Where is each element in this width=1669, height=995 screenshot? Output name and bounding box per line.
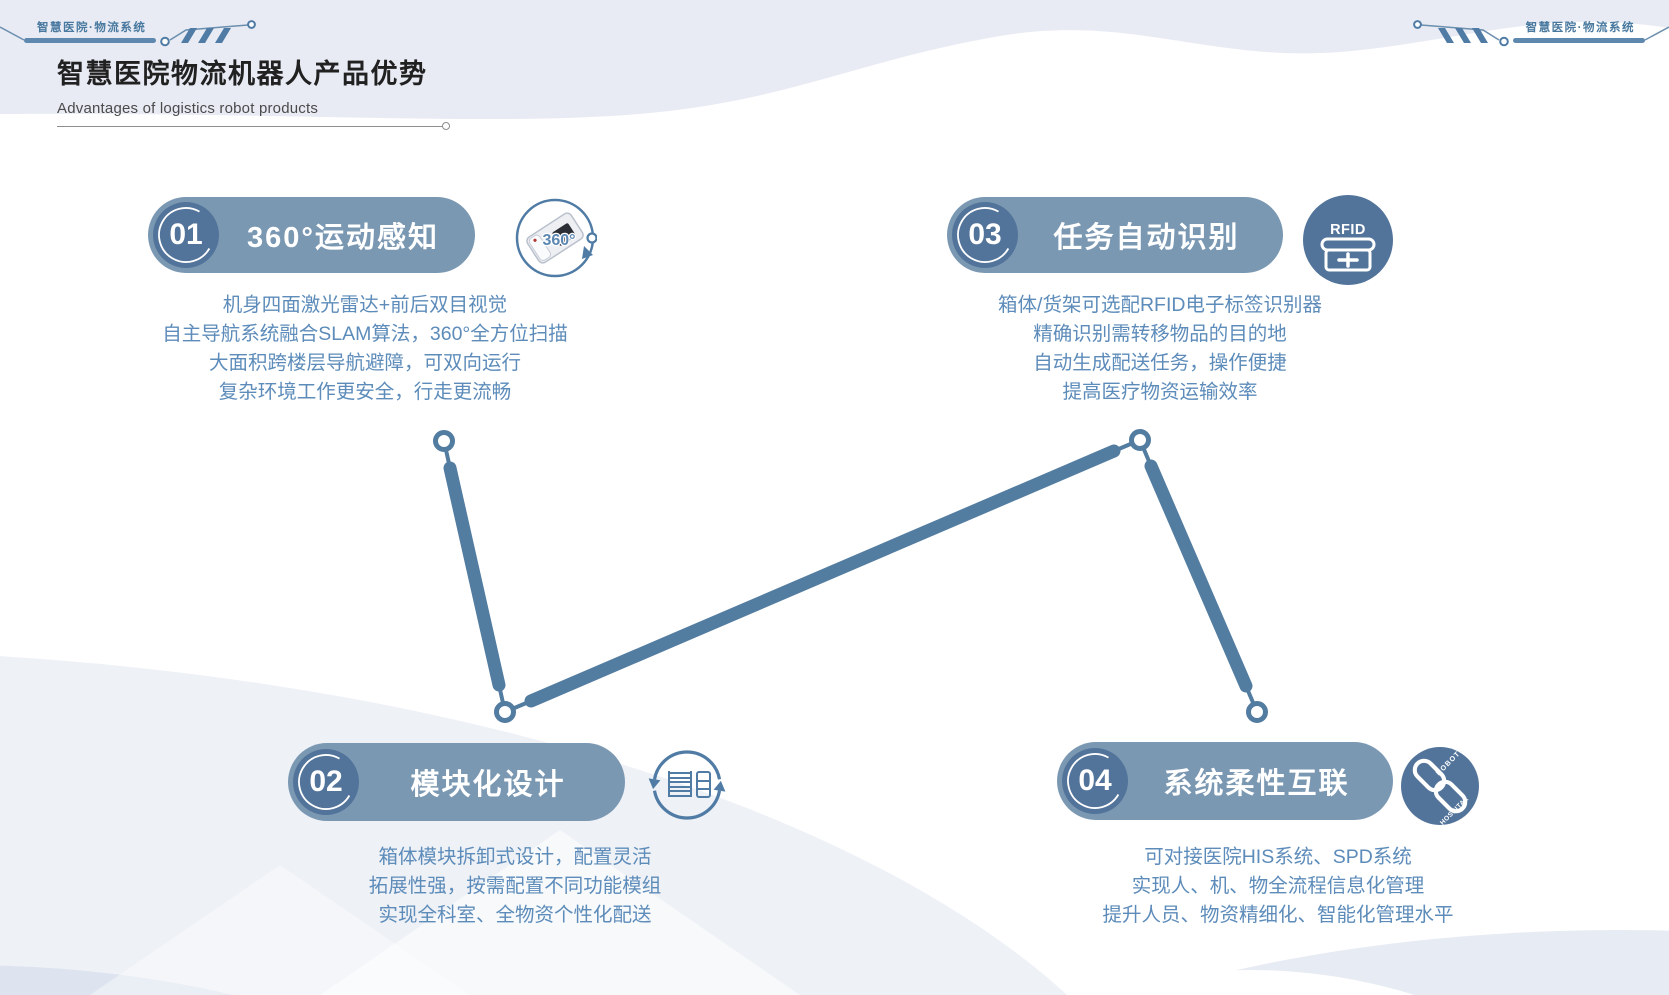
desc-line: 大面积跨楼层导航避障，可双向运行 bbox=[208, 352, 521, 374]
section-03-number-badge: 03 bbox=[952, 202, 1018, 268]
section-02-pill: 02 模块化设计 bbox=[288, 743, 625, 821]
desc-line: 复杂环境工作更安全，行走更流畅 bbox=[218, 381, 512, 403]
desc-line: 提高医疗物资运输效率 bbox=[1062, 381, 1258, 403]
desc-line: 精确识别需转移物品的目的地 bbox=[1033, 323, 1287, 345]
header-circuit-decoration-left bbox=[0, 20, 256, 47]
section-04-number: 04 bbox=[1078, 764, 1112, 797]
desc-line: 机身四面激光雷达+前后双目视觉 bbox=[222, 294, 508, 316]
section-02-title: 模块化设计 bbox=[410, 769, 566, 801]
section-04-title: 系统柔性互联 bbox=[1163, 768, 1350, 800]
title-underline-dot bbox=[442, 122, 450, 130]
rfid-icon-label: RFID bbox=[1330, 222, 1366, 238]
icon-360-label: 360° bbox=[542, 232, 575, 249]
brand-label-right: 智慧医院·物流系统 bbox=[1525, 22, 1635, 34]
desc-line: 可对接医院HIS系统、SPD系统 bbox=[1144, 846, 1412, 868]
page-subtitle: Advantages of logistics robot products bbox=[57, 100, 319, 117]
desc-line: 实现人、机、物全流程信息化管理 bbox=[1131, 875, 1425, 897]
number-arc bbox=[1067, 753, 1123, 809]
desc-line: 箱体模块拆卸式设计，配置灵活 bbox=[378, 846, 652, 868]
section-01-description: 机身四面激光雷达+前后双目视觉 自主导航系统融合SLAM算法，360°全方位扫描… bbox=[105, 291, 625, 407]
desc-line: 提升人员、物资精细化、智能化管理水平 bbox=[1102, 904, 1454, 926]
chain-link-icon: ROBOT HOSPITAL bbox=[1401, 747, 1479, 825]
section-02-description: 箱体模块拆卸式设计，配置灵活 拓展性强，按需配置不同功能模组 实现全科室、全物资… bbox=[255, 843, 775, 930]
section-04-pill: 04 系统柔性互联 bbox=[1057, 742, 1393, 820]
section-03-description: 箱体/货架可选配RFID电子标签识别器 精确识别需转移物品的目的地 自动生成配送… bbox=[900, 291, 1420, 407]
plus-icon bbox=[1337, 252, 1359, 268]
number-arc bbox=[158, 207, 214, 263]
section-02-number-badge: 02 bbox=[293, 749, 359, 815]
section-04-description: 可对接医院HIS系统、SPD系统 实现人、机、物全流程信息化管理 提升人员、物资… bbox=[1018, 843, 1538, 930]
title-underline bbox=[57, 126, 445, 127]
desc-line: 自主导航系统融合SLAM算法，360°全方位扫描 bbox=[162, 323, 568, 345]
header-circuit-decoration-right bbox=[1413, 20, 1669, 47]
rfid-box-icon: RFID bbox=[1303, 195, 1393, 285]
section-02-number: 02 bbox=[309, 765, 343, 798]
number-arc bbox=[298, 754, 354, 810]
desc-line: 实现全科室、全物资个性化配送 bbox=[378, 904, 652, 926]
number-arc bbox=[957, 207, 1013, 263]
modules-cycle-icon bbox=[648, 750, 726, 820]
page-title: 智慧医院物流机器人产品优势 bbox=[57, 59, 428, 89]
section-03-pill: 03 任务自动识别 bbox=[947, 197, 1283, 273]
section-01-number-badge: 01 bbox=[153, 202, 219, 268]
section-03-title: 任务自动识别 bbox=[1053, 222, 1240, 254]
desc-line: 自动生成配送任务，操作便捷 bbox=[1033, 352, 1287, 374]
robot-360-icon: 360° bbox=[515, 198, 597, 278]
section-01-pill: 01 360°运动感知 bbox=[148, 197, 475, 273]
section-01-title: 360°运动感知 bbox=[247, 222, 439, 254]
section-04-number-badge: 04 bbox=[1062, 748, 1128, 814]
section-01-number: 01 bbox=[169, 218, 203, 251]
brand-label-left: 智慧医院·物流系统 bbox=[37, 22, 147, 34]
section-03-number: 03 bbox=[968, 218, 1002, 251]
desc-line: 箱体/货架可选配RFID电子标签识别器 bbox=[998, 294, 1322, 316]
desc-line: 拓展性强，按需配置不同功能模组 bbox=[368, 875, 662, 897]
title-block: 智慧医院物流机器人产品优势 Advantages of logistics ro… bbox=[57, 52, 450, 130]
